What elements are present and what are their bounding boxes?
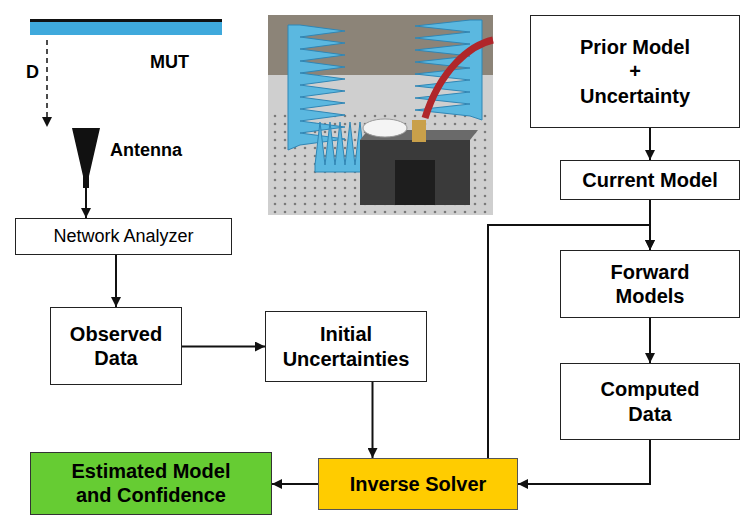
process-box: Initial Uncertainties bbox=[265, 311, 427, 382]
node-text: Antenna bbox=[110, 140, 138, 162]
distance-arrow bbox=[42, 40, 52, 127]
arrow-connector bbox=[649, 318, 651, 363]
node-text: Current Model bbox=[582, 168, 718, 192]
node-text: Network Analyzer bbox=[53, 226, 193, 248]
result-box: Estimated Model and Confidence bbox=[30, 452, 272, 515]
rf-cable bbox=[425, 40, 493, 118]
horn-shape bbox=[72, 128, 100, 188]
node-text: MUT bbox=[150, 52, 342, 74]
process-box: Observed Data bbox=[50, 307, 182, 385]
arrow-connector bbox=[115, 255, 117, 307]
node-text: Initial Uncertainties bbox=[276, 322, 416, 371]
sma-connector bbox=[412, 120, 426, 142]
node-text: Forward Models bbox=[595, 260, 705, 309]
process-box: Computed Data bbox=[560, 363, 740, 440]
process-box: Prior Model + Uncertainty bbox=[530, 15, 740, 128]
node-text: Prior Model + Uncertainty bbox=[575, 35, 695, 108]
node-text: Observed Data bbox=[61, 322, 171, 371]
arrow-connector bbox=[85, 188, 87, 218]
arrow-connector bbox=[182, 346, 265, 348]
node-text: Computed Data bbox=[595, 377, 705, 426]
fixture-block bbox=[360, 140, 470, 205]
lab-photo bbox=[268, 15, 493, 215]
absorber bbox=[288, 25, 345, 150]
arrow-connector bbox=[372, 382, 374, 458]
arrow-connector bbox=[518, 440, 650, 484]
material-under-test: MUT bbox=[30, 19, 222, 35]
sample-disc bbox=[363, 119, 407, 137]
process-box: Network Analyzer bbox=[15, 218, 232, 255]
fixture-slot bbox=[395, 160, 435, 205]
antenna-symbol: Antenna bbox=[72, 128, 100, 188]
process-box: Current Model bbox=[560, 160, 740, 200]
node-text: Inverse Solver bbox=[350, 472, 487, 496]
arrow-connector bbox=[649, 128, 651, 160]
distance-label: D bbox=[26, 62, 39, 84]
arrow-connector bbox=[272, 483, 318, 485]
solver-box: Inverse Solver bbox=[318, 458, 518, 510]
process-box: Forward Models bbox=[560, 250, 740, 318]
node-text: Estimated Model and Confidence bbox=[61, 459, 241, 508]
